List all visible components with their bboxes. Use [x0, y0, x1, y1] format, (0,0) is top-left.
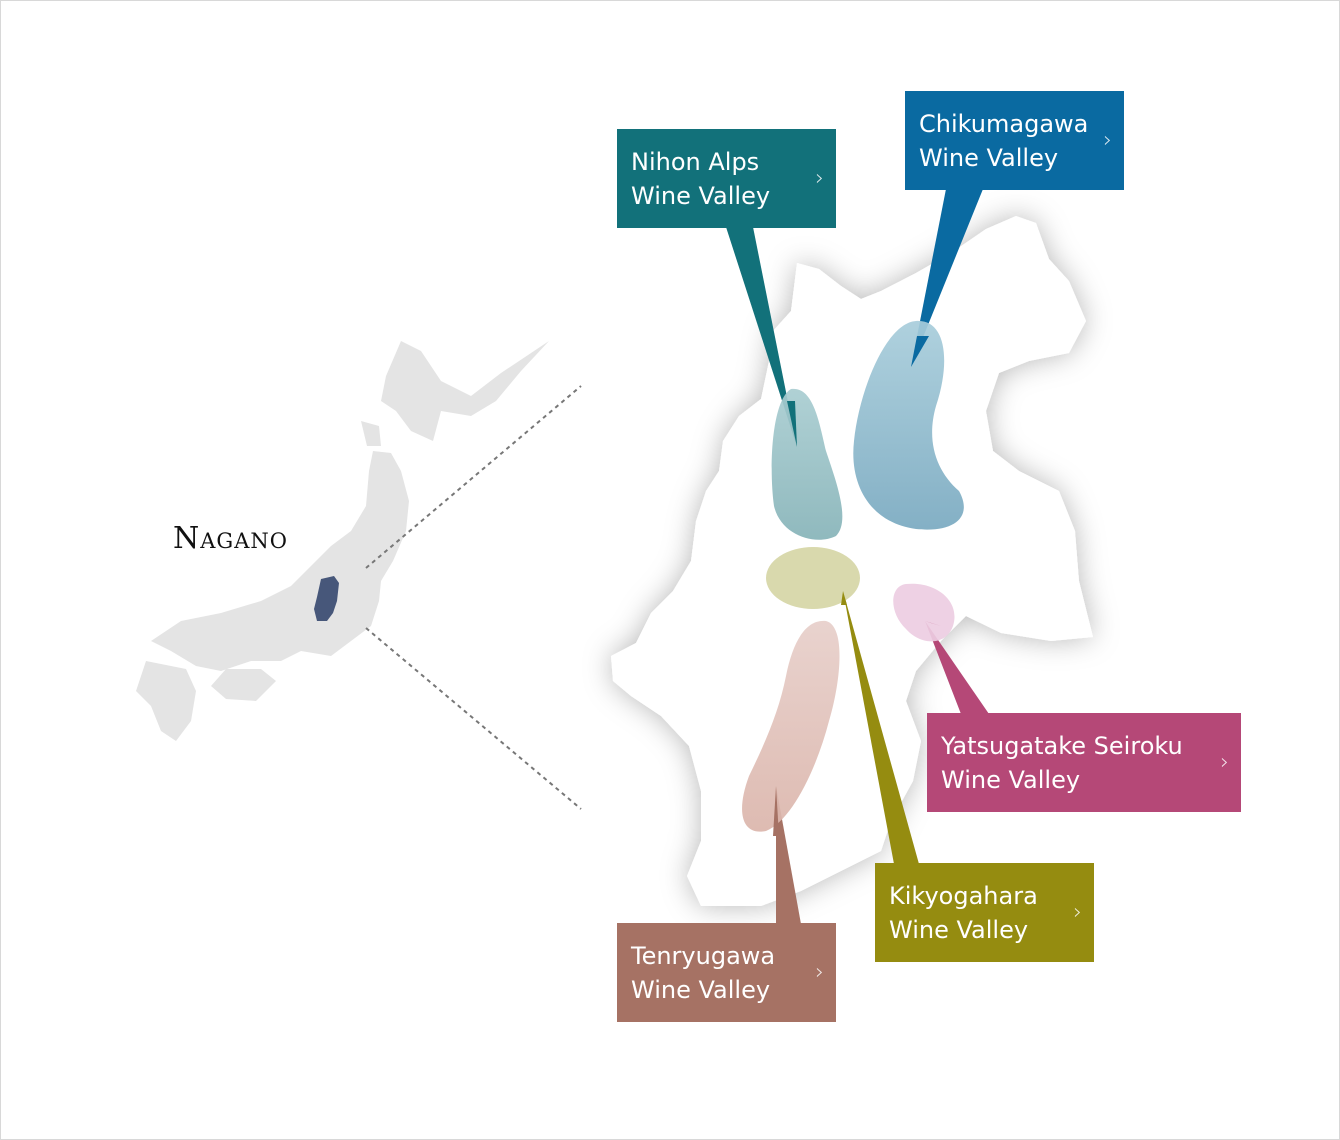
yatsugatake-area — [893, 583, 955, 642]
yatsugatake-pointer-tip — [925, 621, 941, 626]
nihon-alps-pointer-tip — [787, 401, 797, 447]
valley-name: Chikumagawa — [919, 110, 1089, 138]
chikumagawa-wine-valley-link[interactable]: Chikumagawa Wine Valley › — [905, 91, 1124, 190]
valley-name: Yatsugatake Seiroku — [941, 732, 1183, 760]
valley-suffix: Wine Valley — [631, 976, 771, 1004]
valley-suffix: Wine Valley — [889, 916, 1029, 944]
chevron-right-icon: › — [1220, 749, 1229, 775]
chevron-right-icon: › — [1103, 127, 1112, 153]
connector-line — [365, 627, 582, 810]
kikyogahara-pointer — [843, 591, 919, 864]
kyushu — [136, 661, 196, 741]
kikyogahara-area — [766, 547, 860, 609]
valley-suffix: Wine Valley — [631, 182, 771, 210]
valley-suffix: Wine Valley — [941, 766, 1081, 794]
nagano-highlight — [314, 576, 339, 621]
nagano-label: Nagano — [173, 521, 288, 556]
tenryugawa-pointer-tip — [773, 786, 779, 836]
shikoku — [211, 669, 276, 701]
kikyogahara-pointer-tip — [841, 591, 847, 605]
valley-suffix: Wine Valley — [919, 144, 1059, 172]
tenryugawa-wine-valley-link[interactable]: Tenryugawa Wine Valley › — [617, 923, 836, 1022]
tohoku-tip — [361, 421, 381, 446]
connector-line — [365, 385, 582, 569]
tenryugawa-pointer — [776, 786, 801, 924]
chevron-right-icon: › — [815, 959, 824, 985]
tenryugawa-area — [742, 620, 840, 832]
valley-name: Kikyogahara — [889, 882, 1038, 910]
chikumagawa-pointer — [911, 189, 983, 367]
chevron-right-icon: › — [815, 165, 824, 191]
yatsugatake-seiroku-wine-valley-link[interactable]: Yatsugatake Seiroku Wine Valley › — [927, 713, 1241, 812]
nihon-alps-pointer — [726, 227, 797, 447]
nihon-alps-area — [771, 388, 843, 540]
honshu — [151, 451, 409, 671]
valley-name: Nihon Alps — [631, 148, 760, 176]
chevron-right-icon: › — [1073, 899, 1082, 925]
kikyogahara-wine-valley-link[interactable]: Kikyogahara Wine Valley › — [875, 863, 1094, 962]
japan-map — [136, 341, 549, 741]
chikumagawa-area — [853, 320, 964, 530]
hokkaido — [381, 341, 549, 441]
yatsugatake-pointer — [925, 621, 989, 714]
valley-name: Tenryugawa — [631, 942, 776, 970]
chikumagawa-pointer-tip — [911, 336, 929, 367]
nihon-alps-wine-valley-link[interactable]: Nihon Alps Wine Valley › — [617, 129, 836, 228]
